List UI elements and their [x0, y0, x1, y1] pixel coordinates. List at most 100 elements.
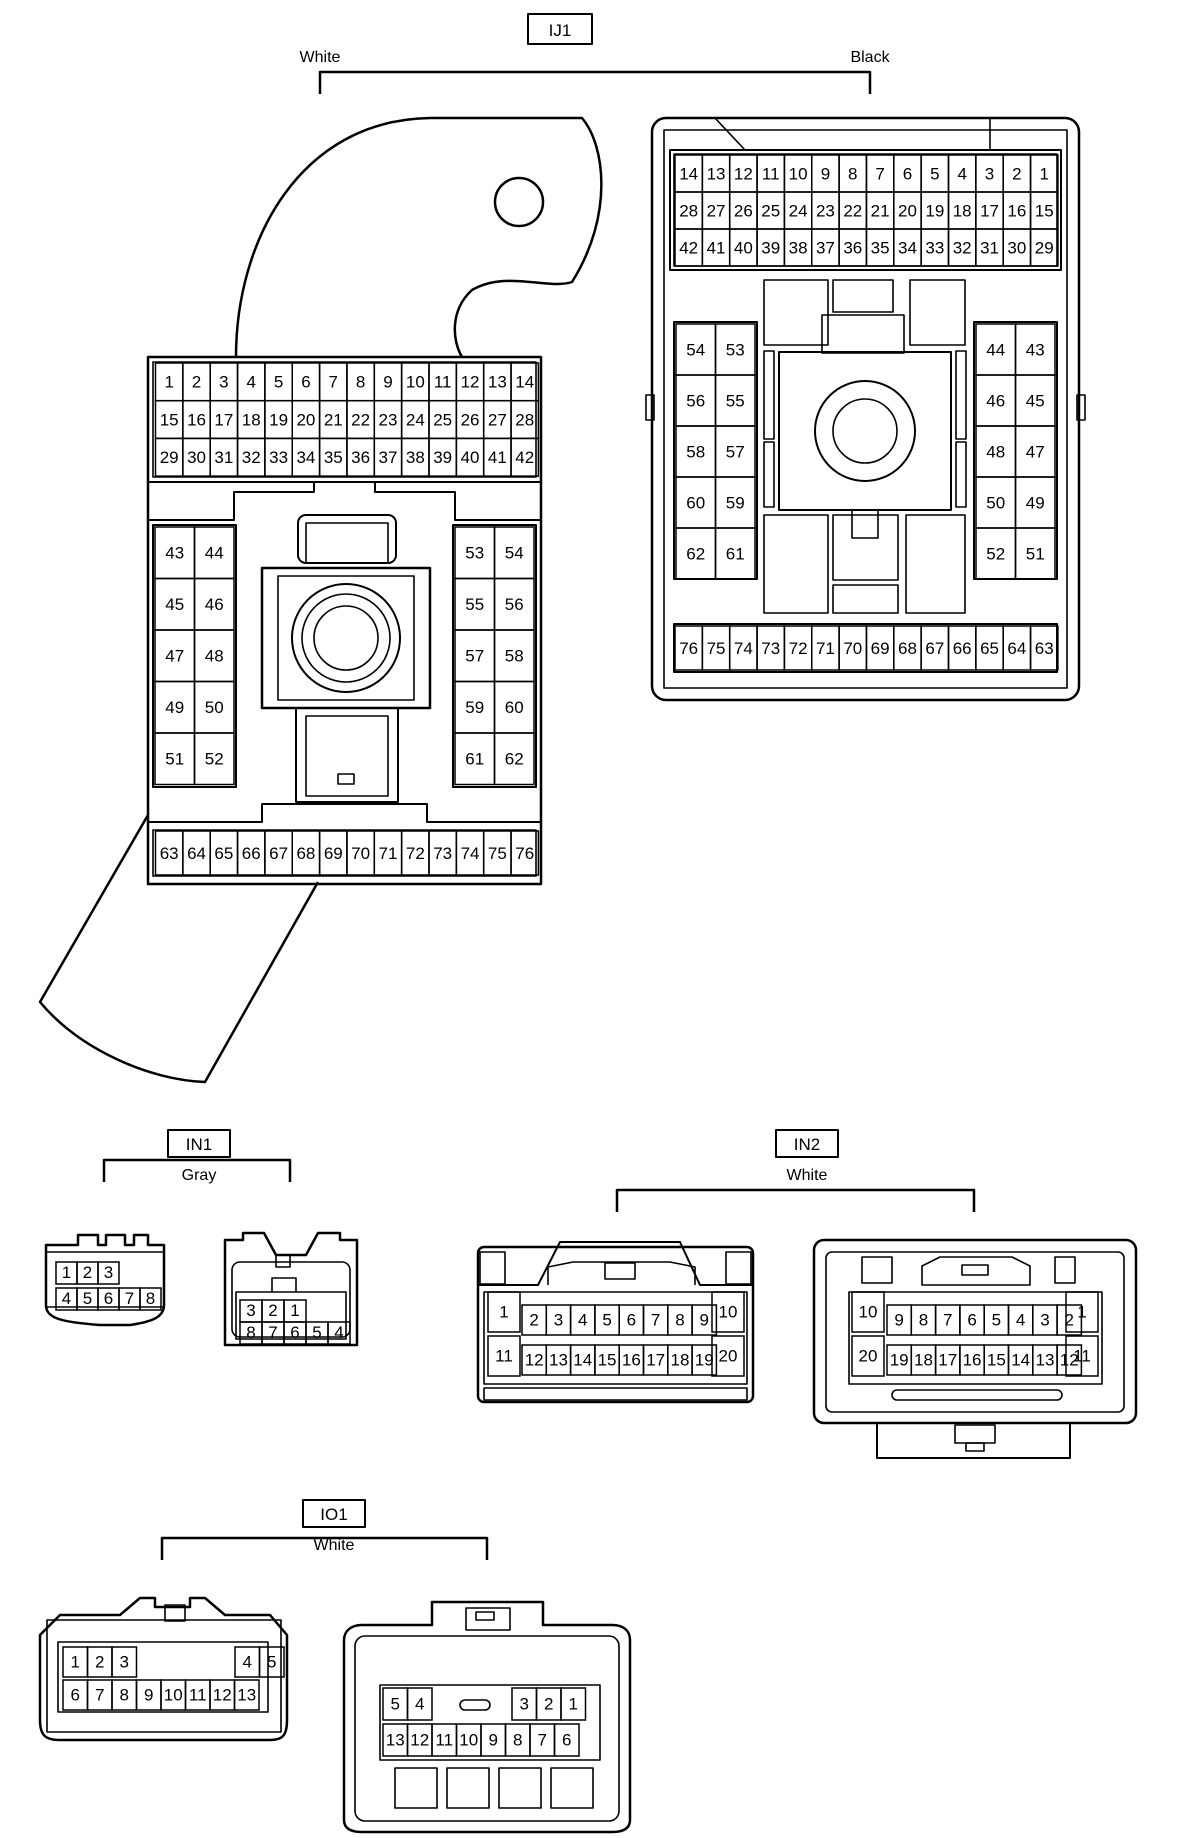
pin-number-7: 7: [95, 1685, 104, 1704]
pin-cell: [510, 830, 540, 876]
pin-number-7: 7: [875, 164, 884, 183]
pin-number-10: 10: [406, 373, 425, 392]
pin-number-3: 3: [520, 1694, 529, 1713]
io1-header: [160, 1499, 489, 1560]
pin-number-13: 13: [707, 164, 726, 183]
ij1-id-label: IJ1: [549, 21, 572, 40]
pin-number-75: 75: [488, 844, 507, 863]
pin-cell: [1029, 228, 1059, 267]
pin-number-68: 68: [898, 639, 917, 658]
pin-number-13: 13: [1035, 1350, 1054, 1369]
pin-number-11: 11: [1073, 1346, 1091, 1365]
ij1-white-connector: [38, 116, 603, 1084]
pin-number-72: 72: [789, 639, 808, 658]
pin-number-9: 9: [489, 1730, 498, 1749]
pin-number-60: 60: [505, 698, 524, 717]
pin-number-49: 49: [1026, 493, 1045, 512]
pin-number-56: 56: [505, 595, 524, 614]
pin-number-71: 71: [816, 639, 835, 658]
pin-cell: [851, 1335, 885, 1377]
pin-number-51: 51: [165, 750, 184, 769]
pin-number-15: 15: [987, 1350, 1006, 1369]
pin-number-38: 38: [789, 238, 808, 257]
in2-right-connector: [812, 1238, 1138, 1459]
pin-number-9: 9: [821, 164, 830, 183]
pin-number-52: 52: [986, 544, 1005, 563]
pin-number-58: 58: [686, 442, 705, 461]
pin-number-3: 3: [985, 164, 994, 183]
pin-number-9: 9: [144, 1685, 153, 1704]
ij1-header: [318, 13, 872, 94]
pin-number-45: 45: [1026, 391, 1045, 410]
pin-cell: [553, 1723, 580, 1757]
pin-cell: [1065, 1291, 1099, 1333]
pin-cell: [327, 1321, 351, 1345]
pin-number-34: 34: [296, 448, 315, 467]
pin-cell: [487, 1335, 521, 1377]
pin-number-49: 49: [165, 698, 184, 717]
pin-number-17: 17: [938, 1350, 957, 1369]
pin-number-30: 30: [1007, 238, 1026, 257]
pin-number-41: 41: [707, 238, 726, 257]
pin-number-11: 11: [189, 1685, 207, 1704]
pin-number-20: 20: [296, 410, 315, 429]
pin-number-33: 33: [925, 238, 944, 257]
pin-number-6: 6: [71, 1685, 80, 1704]
pin-number-21: 21: [324, 410, 343, 429]
pin-number-8: 8: [919, 1310, 928, 1329]
pin-number-2: 2: [95, 1652, 104, 1671]
pin-number-20: 20: [859, 1346, 878, 1365]
pin-number-27: 27: [707, 201, 726, 220]
pin-number-13: 13: [549, 1350, 568, 1369]
pin-number-6: 6: [301, 373, 310, 392]
pin-number-12: 12: [1060, 1350, 1079, 1369]
pin-number-3: 3: [120, 1652, 129, 1671]
pin-number-10: 10: [859, 1302, 878, 1321]
pin-number-55: 55: [465, 595, 484, 614]
pin-number-60: 60: [686, 493, 705, 512]
pin-number-7: 7: [125, 1289, 134, 1308]
pin-cell: [1065, 1335, 1099, 1377]
pin-number-6: 6: [627, 1310, 636, 1329]
pin-number-71: 71: [379, 844, 398, 863]
pin-number-61: 61: [465, 750, 484, 769]
pin-number-35: 35: [324, 448, 343, 467]
in1-header: [102, 1129, 292, 1182]
pin-number-19: 19: [925, 201, 944, 220]
pin-number-16: 16: [187, 410, 206, 429]
pin-number-69: 69: [871, 639, 890, 658]
pin-number-2: 2: [1012, 164, 1021, 183]
pin-number-24: 24: [789, 201, 808, 220]
pin-number-31: 31: [214, 448, 233, 467]
pin-cell: [233, 1679, 260, 1711]
pin-number-18: 18: [670, 1350, 689, 1369]
pin-number-19: 19: [269, 410, 288, 429]
pin-number-50: 50: [986, 493, 1005, 512]
pin-number-51: 51: [1026, 544, 1045, 563]
pin-number-10: 10: [789, 164, 808, 183]
pin-number-18: 18: [953, 201, 972, 220]
pin-number-20: 20: [719, 1346, 738, 1365]
pin-number-54: 54: [686, 340, 705, 359]
pin-number-39: 39: [761, 238, 780, 257]
pin-number-22: 22: [351, 410, 370, 429]
pin-number-1: 1: [1039, 164, 1048, 183]
pin-number-70: 70: [843, 639, 862, 658]
pin-number-50: 50: [205, 698, 224, 717]
pin-number-42: 42: [679, 238, 698, 257]
pin-cell: [1056, 1304, 1083, 1336]
pin-number-9: 9: [700, 1310, 709, 1329]
pin-number-5: 5: [312, 1323, 321, 1342]
pin-number-15: 15: [160, 410, 179, 429]
pin-number-6: 6: [903, 164, 912, 183]
pin-number-12: 12: [525, 1350, 544, 1369]
pin-cell: [193, 732, 235, 786]
pin-number-2: 2: [192, 373, 201, 392]
pin-number-21: 21: [871, 201, 890, 220]
io1-color-label: White: [314, 1537, 355, 1554]
pin-number-46: 46: [205, 595, 224, 614]
pin-number-5: 5: [274, 373, 283, 392]
pin-number-31: 31: [980, 238, 999, 257]
pin-number-76: 76: [679, 639, 698, 658]
pin-cell: [714, 527, 756, 580]
